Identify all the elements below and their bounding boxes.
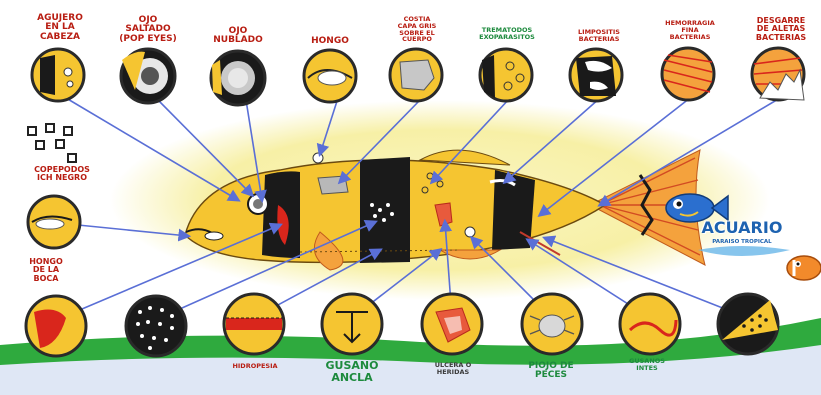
circle-fish-lice bbox=[522, 294, 582, 354]
circle-flukes bbox=[480, 49, 532, 101]
logo-subtitle: PARAISO TROPICAL bbox=[694, 240, 790, 246]
logo-title: ACUARIO bbox=[692, 220, 792, 237]
label-ulcer: ULCERA O HERIDAS bbox=[418, 362, 488, 376]
circle-pop-eye bbox=[121, 49, 175, 103]
label-copepods: COPEPODOS ICH NEGRO bbox=[22, 166, 102, 183]
fish-band-middle bbox=[360, 157, 410, 263]
circle-costia bbox=[390, 49, 442, 101]
circle-ulcer bbox=[422, 294, 482, 354]
circle-fin-rot bbox=[752, 48, 804, 100]
circle-cloudy-eye bbox=[211, 51, 265, 105]
label-cloudy-eye: OJO NUBLADO bbox=[200, 27, 276, 46]
acuario-logo: ACUARIO PARAISO TROPICAL bbox=[680, 205, 800, 275]
circle-intestinal-worms bbox=[620, 294, 680, 354]
label-mouth-fungus: HONGO DE LA BOCA bbox=[22, 258, 70, 283]
label-flukes: TREMATODOS EXOPARASITOS bbox=[466, 27, 548, 41]
copepods-icon bbox=[28, 124, 76, 162]
label-fungus: HONGO bbox=[294, 37, 366, 46]
circle-anchor-worm bbox=[322, 294, 382, 354]
label-fin-rot: DESGARRE DE ALETAS BACTERIAS bbox=[744, 17, 818, 42]
circle-head-hole bbox=[32, 49, 84, 101]
top-circles bbox=[32, 48, 804, 105]
label-fish-lice: PIOJO DE PECES bbox=[516, 362, 586, 381]
circle-mouth-fungus bbox=[26, 296, 86, 356]
label-costia: COSTIA CAPA GRIS SOBRE EL CUERPO bbox=[384, 16, 450, 43]
label-anchor-worm: GUSANO ANCLA bbox=[322, 360, 382, 383]
circle-hemorrhage bbox=[662, 48, 714, 100]
circle-ich bbox=[126, 296, 186, 356]
label-dropsy: HIDROPESIA bbox=[220, 363, 290, 370]
label-intestinal-worms: GUSANOS INTES bbox=[612, 358, 682, 372]
circle-velvet bbox=[718, 294, 778, 354]
circle-dropsy bbox=[224, 294, 284, 354]
label-hemorrhage: HEMORRAGIA FINA BACTERIAS bbox=[658, 20, 722, 40]
label-lymphocystis: LIMPOSITIS BACTERIAS bbox=[566, 29, 632, 43]
circle-fungus bbox=[304, 50, 356, 102]
circle-left-mouth bbox=[28, 196, 80, 248]
label-head-hole: AGUJERO EN LA CABEZA bbox=[20, 14, 100, 42]
circle-lymphocystis bbox=[570, 49, 622, 101]
label-pop-eye: OJO SALTADO (POP EYES) bbox=[108, 16, 188, 44]
